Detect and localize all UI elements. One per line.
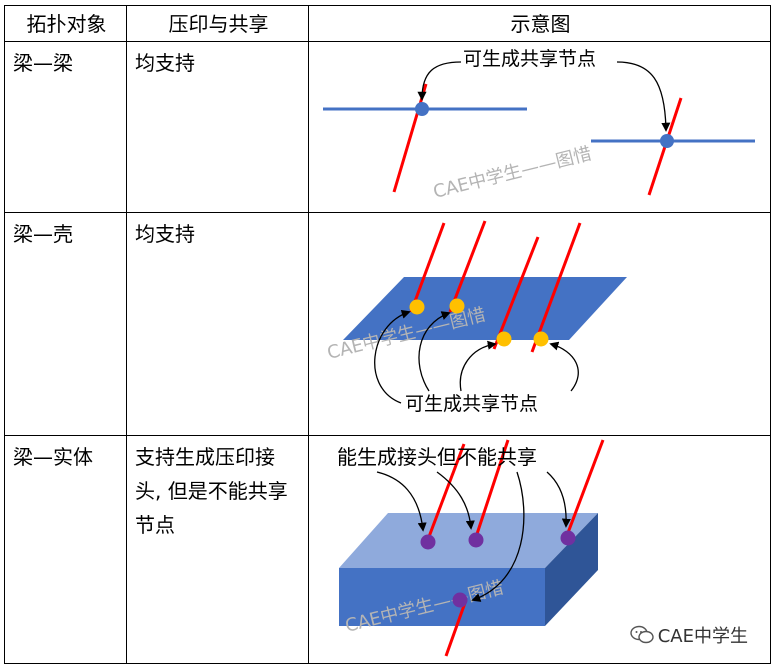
beam-beam-diagram: CAE中学生——图惜 可生成共享节点 [323,48,755,203]
imprint-line: 头, 但是不能共享 [135,479,288,503]
callout-arrow [616,61,671,132]
callout-arrow [549,341,579,392]
table-row: 梁—梁 均支持 CAE中学生——图惜 可生成共享节点 [4,41,771,213]
callout-arrow [546,471,571,528]
joint-node [468,532,484,548]
beam-red [564,439,605,539]
callout-arrow [418,311,451,392]
callout-arrow [374,309,411,404]
cell-diagram: CAE中学生——图惜 可生成共享节点 [308,212,771,436]
header-cell-imprint: 压印与共享 [126,5,309,42]
beam-red [473,439,510,541]
beam-red [409,222,446,313]
joint-node [560,530,576,546]
row-imprint-text: 支持生成压印接 头, 但是不能共享 节点 [127,436,308,542]
cell-object: 梁—壳 [4,212,127,436]
brand-watermark: CAE中学生 [625,620,752,650]
header-diagram: 示意图 [510,12,571,36]
shared-node [660,134,674,148]
solid-side-face [545,513,598,626]
cell-diagram: CAE中学生——图惜 可生成共享节点 [308,41,771,213]
beam-solid-diagram: CAE中学生——图惜 能生成接头但不能共享 [337,439,605,657]
imprint-line: 支持生成压印接 [135,445,275,469]
row-object-label: 梁—实体 [13,445,93,469]
wechat-icon [630,625,654,644]
topology-table: 拓扑对象 压印与共享 示意图 梁—梁 均支持 CAE中学生——图惜 可生成共享 [4,5,771,664]
cell-imprint: 均支持 [126,41,309,213]
shared-node [409,299,425,315]
beam-red [448,220,487,313]
solid-top-face [339,513,598,568]
beam-red [425,443,466,543]
joint-node [452,592,468,608]
table-row: 梁—壳 均支持 CAE中学生——图惜 [4,212,771,436]
header-object: 拓扑对象 [26,12,107,36]
callout-arrow [376,471,427,532]
shell-plate [343,277,627,340]
brand-label: CAE中学生 [657,626,748,647]
beam-red-left [392,83,428,193]
row-object-label: 梁—梁 [13,51,73,75]
header-cell-diagram: 示意图 [308,5,771,42]
callout-arrow [417,61,462,101]
callout-arrow [471,471,525,602]
callout-label: 可生成共享节点 [463,48,596,70]
shared-node [415,102,429,116]
row-imprint-label: 均支持 [135,222,195,246]
beam-red [444,599,468,657]
callout-label: 可生成共享节点 [405,393,538,415]
cell-object: 梁—梁 [4,41,127,213]
imprint-line: 节点 [135,513,175,537]
shared-node [533,331,549,347]
header-cell-object: 拓扑对象 [4,5,127,42]
callout-arrow [459,340,497,392]
watermark-text: CAE中学生——图惜 [431,143,594,203]
beam-red [492,236,540,350]
joint-node [420,534,436,550]
beam-red [530,222,582,353]
shared-node [496,331,512,347]
header-imprint: 压印与共享 [168,12,269,36]
callout-label: 能生成接头但不能共享 [337,445,537,469]
shared-node [449,298,465,314]
cell-imprint: 均支持 [126,212,309,436]
row-imprint-label: 均支持 [135,51,195,75]
solid-front-face [339,568,545,626]
cell-imprint: 支持生成压印接 头, 但是不能共享 节点 [126,435,309,664]
callout-arrow [436,471,475,530]
table-row: 梁—实体 支持生成压印接 头, 但是不能共享 节点 [4,435,771,664]
row-object-label: 梁—壳 [13,222,73,246]
cell-diagram: CAE中学生——图惜 能生成接头但不能共享 [308,435,771,664]
header-row: 拓扑对象 压印与共享 示意图 [4,5,771,42]
beam-shell-diagram: CAE中学生——图惜 可生成共享节点 [325,220,627,415]
cell-object: 梁—实体 [4,435,127,664]
